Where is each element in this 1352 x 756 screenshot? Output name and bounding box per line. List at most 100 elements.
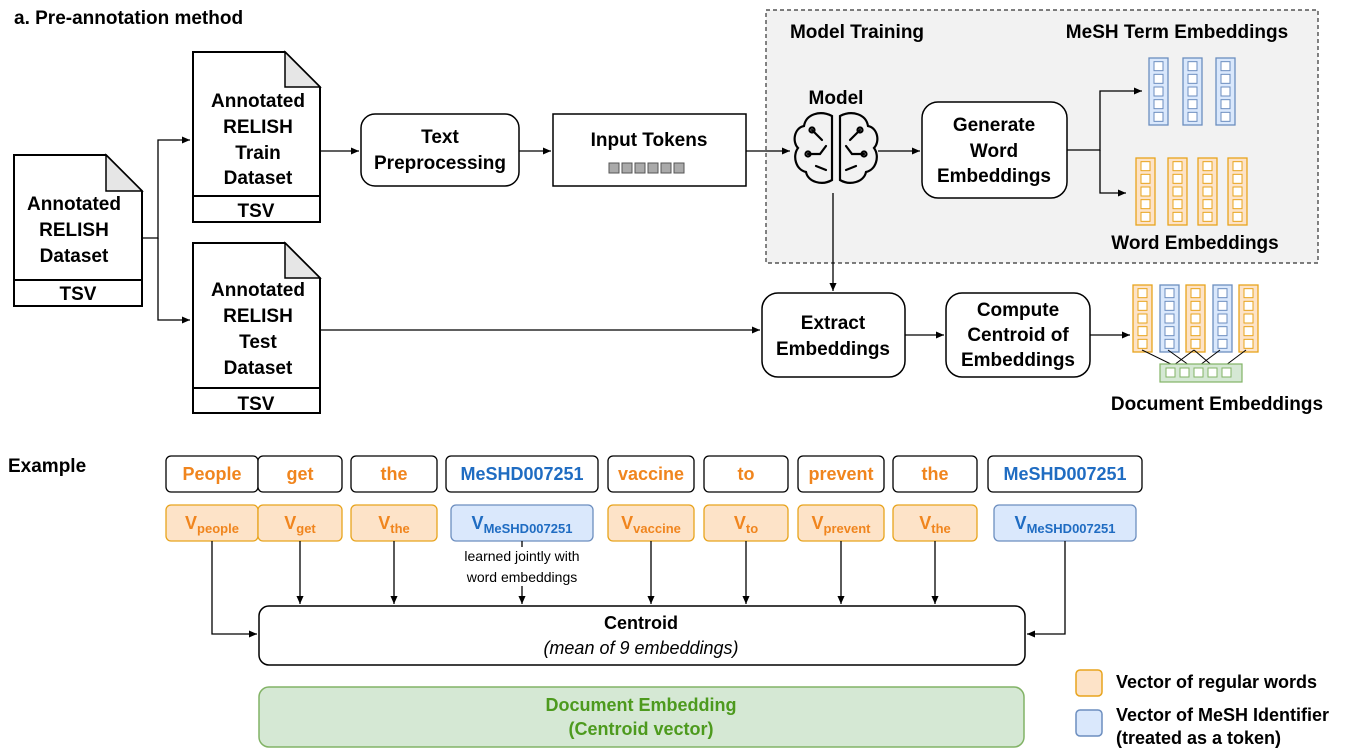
word-vector — [1238, 284, 1259, 353]
doc-line: Train — [235, 143, 280, 164]
document-embeddings-label: Document Embeddings — [1111, 394, 1323, 415]
example-tokens-row: People get the MeSHD007251 vaccine to prevent t… — [165, 455, 1143, 493]
centroid-subtitle: (mean of 9 embeddings) — [543, 638, 738, 658]
box-line: Embeddings — [937, 166, 1051, 187]
token-box: prevent — [797, 455, 885, 493]
regular-word-vector: Vthe — [350, 504, 438, 542]
mesh-identifier-vector: VMeSHD007251 — [993, 504, 1137, 542]
vector-label: Vvaccine — [621, 513, 681, 536]
token-box: the — [350, 455, 438, 493]
token-box: the — [892, 455, 978, 493]
split-connectors — [142, 136, 190, 324]
document-embedding-title: Document Embedding — [545, 695, 736, 715]
document-embedding-box — [258, 686, 1025, 748]
legend-mesh-label: Vector of MeSH Identifier — [1116, 705, 1329, 725]
word-vector — [1185, 284, 1206, 353]
token-text: MeSHD007251 — [460, 464, 583, 484]
doc-line: Annotated — [27, 194, 121, 215]
regular-word-vector: Vpeople — [165, 504, 259, 542]
annotation-line: word embeddings — [466, 569, 578, 585]
box-line: Text — [421, 127, 459, 148]
box-line: Word — [970, 141, 1018, 162]
word-vector — [1135, 157, 1156, 226]
doc-line: Test — [239, 332, 277, 353]
word-vector — [1167, 157, 1188, 226]
example-down-arrows — [211, 541, 1066, 638]
doc-line: RELISH — [223, 306, 293, 327]
annotated-relish-train-doc: Annotated RELISH Train Dataset TSV — [192, 50, 322, 223]
vector-label: Vto — [734, 513, 758, 536]
word-vector — [1197, 157, 1218, 226]
token-text: get — [287, 464, 314, 484]
doc-line: RELISH — [223, 117, 293, 138]
mesh-vector — [1182, 57, 1203, 126]
centroid-title: Centroid — [604, 613, 678, 633]
input-tokens-box — [552, 113, 747, 187]
down-arrow — [211, 541, 257, 638]
doc-line: Annotated — [211, 280, 305, 301]
vector-label: Vthe — [919, 513, 951, 536]
box-line: Generate — [953, 115, 1035, 136]
token-box: MeSHD007251 — [445, 455, 599, 493]
annotated-relish-test-doc: Annotated RELISH Test Dataset TSV — [192, 241, 322, 415]
box-line: Centroid of — [967, 325, 1069, 346]
token-squares — [608, 162, 685, 174]
down-arrow — [1027, 541, 1066, 638]
doc-line: RELISH — [39, 220, 109, 241]
vector-label: Vpeople — [185, 513, 239, 536]
model-label: Model — [809, 88, 864, 109]
token-text: prevent — [808, 464, 873, 484]
token-box: MeSHD007251 — [987, 455, 1143, 493]
regular-word-vector: Vprevent — [797, 504, 885, 542]
regular-word-vector: Vto — [703, 504, 789, 542]
token-text: MeSHD007251 — [1003, 464, 1126, 484]
vector-label: Vget — [284, 513, 316, 536]
token-box: People — [165, 455, 259, 493]
mesh-term-vectors — [1148, 57, 1236, 126]
example-label: Example — [8, 456, 86, 477]
token-text: the — [922, 464, 949, 484]
token-box: vaccine — [607, 455, 695, 493]
regular-word-vector: Vget — [257, 504, 343, 542]
doc-line: Dataset — [224, 358, 293, 379]
box-line: Preprocessing — [374, 153, 506, 174]
token-box: to — [703, 455, 789, 493]
doc-line: Dataset — [224, 168, 293, 189]
doc-line: Dataset — [40, 246, 109, 267]
extract-embeddings-box — [761, 292, 906, 378]
word-embeddings-label: Word Embeddings — [1111, 233, 1278, 254]
box-line: Compute — [977, 300, 1059, 321]
word-vectors — [1135, 157, 1248, 226]
diagram-title: a. Pre-annotation method — [14, 8, 243, 29]
annotated-relish-dataset-doc: Annotated RELISH Dataset TSV — [13, 153, 144, 307]
doc-line: Annotated — [211, 91, 305, 112]
box-line: Extract — [801, 313, 866, 334]
doc-footer-tsv: TSV — [238, 201, 275, 222]
token-text: to — [738, 464, 755, 484]
brain-icon — [793, 112, 879, 184]
regular-word-vector: Vvaccine — [607, 504, 695, 542]
word-vector — [1132, 284, 1153, 353]
document-embedding-vectors — [1132, 284, 1259, 353]
legend-swatch-regular — [1075, 669, 1103, 697]
token-text: the — [381, 464, 408, 484]
box-line: Embeddings — [776, 339, 890, 360]
mesh-vector — [1148, 57, 1169, 126]
document-embedding-subtitle: (Centroid vector) — [568, 719, 713, 739]
token-box: get — [257, 455, 343, 493]
legend-mesh-sublabel: (treated as a token) — [1116, 728, 1281, 748]
mesh-vector — [1212, 284, 1233, 353]
vector-label: VMeSHD007251 — [1015, 513, 1116, 536]
text-preprocessing-box — [360, 113, 520, 187]
model-training-title: Model Training — [790, 22, 924, 43]
mesh-term-embeddings-label: MeSH Term Embeddings — [1066, 22, 1288, 43]
mesh-vector — [1215, 57, 1236, 126]
input-tokens-label: Input Tokens — [591, 130, 708, 151]
vector-label: VMeSHD007251 — [472, 513, 573, 536]
document-vector-cells — [1165, 367, 1232, 378]
doc-footer-tsv: TSV — [238, 394, 275, 415]
legend-regular-label: Vector of regular words — [1116, 672, 1317, 692]
pipeline-arrows — [320, 87, 1142, 339]
